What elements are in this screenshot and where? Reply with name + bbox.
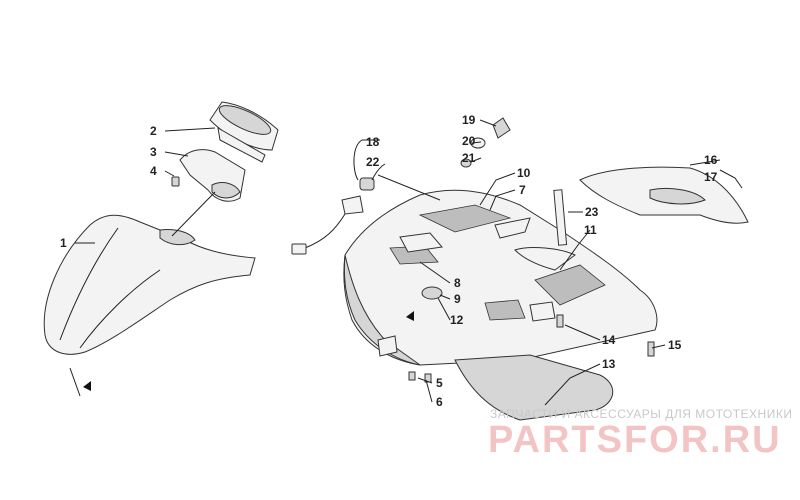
watermark-tagline: ЗАПЧАСТИ И АКСЕССУАРЫ ДЛЯ МОТОТЕХНИКИ <box>490 407 792 421</box>
callout-8: 8 <box>454 276 461 290</box>
callout-19: 19 <box>462 113 476 127</box>
leader-lines <box>69 119 743 406</box>
part-5-6-fasteners <box>408 371 432 383</box>
callout-18: 18 <box>366 135 380 149</box>
callout-21: 21 <box>462 151 476 165</box>
part-18-22-harness <box>291 177 375 255</box>
callout-9: 9 <box>454 292 461 306</box>
callout-16: 16 <box>704 153 718 167</box>
direction-arrows <box>83 311 414 391</box>
callout-22: 22 <box>366 155 380 169</box>
watermark-logo-text: PARTSFOR.RU <box>488 419 782 461</box>
callout-4: 4 <box>150 164 157 178</box>
part-23-post <box>553 189 568 246</box>
part-13-floor-tray <box>454 354 613 421</box>
callout-10: 10 <box>517 166 531 180</box>
part-16-rear-cover <box>579 166 749 224</box>
callout-14: 14 <box>602 333 616 347</box>
watermark: ЗАПЧАСТИ И АКСЕССУАРЫ ДЛЯ МОТОТЕХНИКИ PA… <box>488 407 792 461</box>
part-14-screw <box>556 314 564 328</box>
callout-13: 13 <box>602 357 616 371</box>
hardware-19-20-21 <box>460 117 511 168</box>
main-body-panel <box>343 189 658 366</box>
part-1-hood-panel <box>43 214 256 355</box>
callout-7: 7 <box>519 183 526 197</box>
callout-2: 2 <box>150 124 157 138</box>
callout-23: 23 <box>585 205 599 219</box>
callout-6: 6 <box>436 395 443 409</box>
callout-17: 17 <box>704 170 718 184</box>
callout-1: 1 <box>60 236 67 250</box>
callout-11: 11 <box>584 223 597 237</box>
part-15-screw <box>647 341 655 357</box>
part-4-screw <box>171 176 180 187</box>
callout-3: 3 <box>150 145 157 159</box>
part-3-bracket <box>179 149 246 202</box>
callout-20: 20 <box>462 134 476 148</box>
callout-labels: 1 2 3 4 5 6 7 8 9 10 11 12 13 14 15 16 1… <box>60 113 718 409</box>
part-2-gauge <box>209 101 279 163</box>
callout-5: 5 <box>436 376 443 390</box>
callout-12: 12 <box>450 313 464 327</box>
callout-15: 15 <box>668 338 682 352</box>
